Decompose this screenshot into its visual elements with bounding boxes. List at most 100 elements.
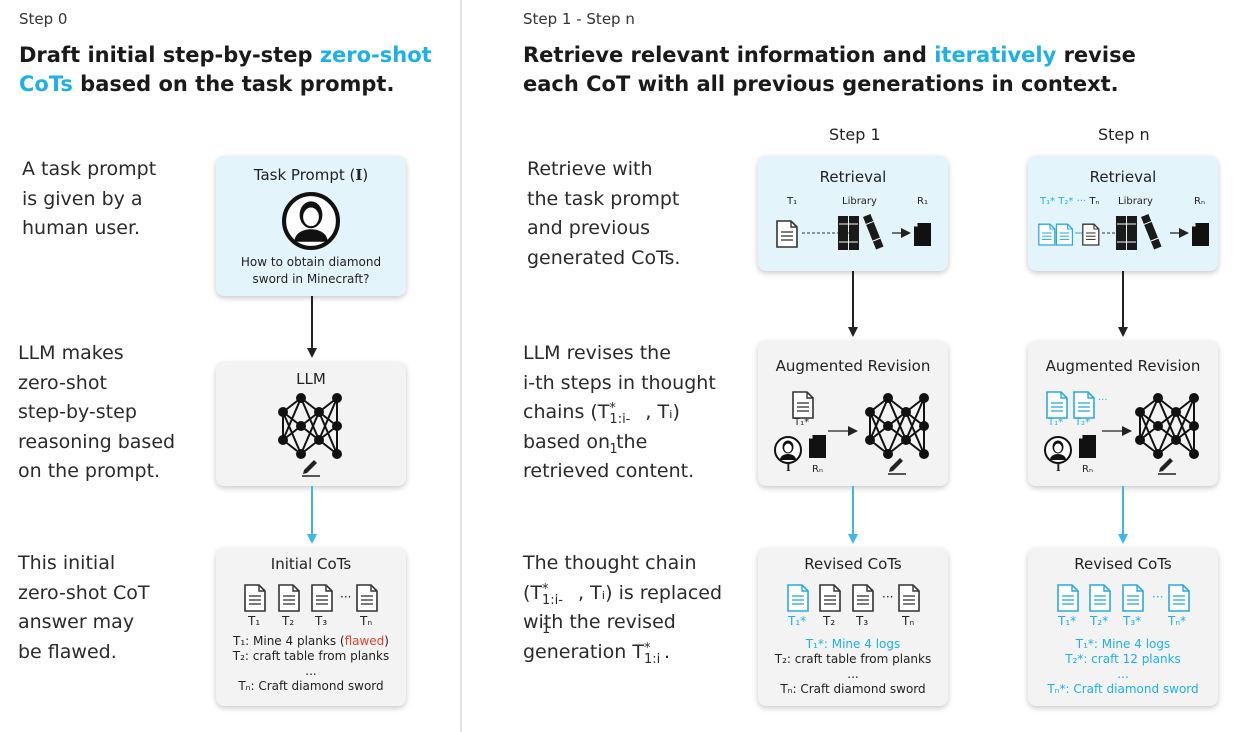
user-avatar-icon [774, 436, 802, 464]
task-prompt-question: How to obtain diamond sword in Minecraft… [216, 254, 406, 288]
right-desc-3: The thought chain (T*1:i-1, Tᵢ) is repla… [523, 549, 722, 667]
document-icon-blue [1055, 223, 1074, 246]
sub: 1:i [643, 651, 661, 667]
arrow-to-network [1102, 426, 1132, 436]
cot-line-ellipsis: ... [1117, 667, 1129, 681]
user-avatar-icon [282, 192, 340, 250]
task-prompt-title: Task Prompt (I) [216, 166, 406, 184]
r-label: Rₙ [812, 464, 823, 475]
desc-line: This initial [18, 552, 116, 574]
desc-line: i-th steps in thought [523, 371, 716, 394]
neural-network-icon [277, 392, 343, 460]
desc-line: LLM revises the [523, 342, 671, 364]
augmented-revision-card-stepn: Augmented Revision ··· T₁* T₂* I Rₙ [1028, 341, 1218, 486]
neural-network-icon [1134, 392, 1200, 460]
cot-line-2: T₂: craft table from planks [774, 652, 932, 666]
retrieval-card-stepn: Retrieval T₁* T₂* ··· Tₙ Library Rₙ [1028, 156, 1218, 271]
document-icon [1082, 223, 1100, 246]
desc-line: step-by-step [18, 401, 137, 423]
cot-line-1: T₁: Mine 4 planks (flawed) [216, 634, 406, 649]
cot-line-2: T₂: craft table from planks [232, 649, 390, 663]
desc-line: reasoning based [18, 430, 176, 453]
left-desc-2: LLM makes zero-shot step-by-step reasoni… [18, 339, 175, 487]
doc-label: T₃ [315, 614, 328, 628]
sup: * [609, 401, 616, 416]
step0-label: Step 0 [19, 10, 68, 28]
doc-label: T₂ [282, 614, 295, 628]
doc-label: T₂* [1090, 614, 1109, 628]
llm-card: LLM [216, 362, 406, 486]
retrieval-flow [776, 213, 932, 251]
desc-line: zero-shot CoT [18, 581, 150, 604]
pencil-icon [887, 457, 907, 475]
ellipsis: ··· [882, 590, 894, 604]
ellipsis: ··· [1152, 590, 1164, 604]
revised-lines: T₁*: Mine 4 logs T₂*: craft 12 planks ..… [1028, 637, 1218, 697]
step1n-label: Step 1 - Step n [523, 10, 635, 28]
desc-text: , Tᵢ) [645, 401, 680, 423]
doc-label: T₁* [1048, 417, 1064, 428]
doc-label: T₁* [794, 417, 810, 428]
desc-line: generation T*1:i. [523, 638, 722, 668]
cot-text: ) [384, 634, 389, 648]
aug-title: Augmented Revision [775, 357, 931, 375]
doc-label: T₃* [1123, 614, 1142, 628]
revised-cots-card-stepn: Revised CoTs ··· T₁* T₂* T₃* Tₙ* T₁*: Mi… [1028, 548, 1218, 706]
sub: 1:i-1 [609, 412, 631, 457]
i-label: I [1056, 463, 1061, 474]
right-desc-2: LLM revises the i-th steps in thought ch… [523, 339, 716, 487]
desc-line: and previous [527, 217, 651, 239]
desc-line: the task prompt [527, 187, 680, 210]
library-label: Library [842, 196, 877, 207]
document-icon-blue [1038, 223, 1056, 246]
arrow-retrieval-to-revision-n [1118, 271, 1128, 337]
retrieval-title: Retrieval [1089, 168, 1157, 186]
arrow-revision-to-revised-n [1118, 486, 1128, 544]
title-text: Task Prompt ( [253, 166, 356, 184]
desc-line: with the revised [523, 611, 676, 633]
title-close: ) [362, 166, 369, 184]
cot-line-2: T₂*: craft 12 planks [1065, 652, 1181, 666]
retrieval-flow [1038, 213, 1210, 251]
retrieved-doc-icon [1191, 222, 1210, 247]
cot-line-1: T₁*: Mine 4 logs [805, 637, 901, 651]
doc-label: T₂ [823, 614, 836, 628]
arrow-prompt-to-llm [307, 296, 317, 358]
heading-highlight: iteratively [934, 43, 1057, 67]
ellipsis: ··· [1098, 395, 1108, 406]
i-label: I [786, 463, 791, 474]
document-icon [852, 584, 874, 612]
doc-label: Tₙ [902, 614, 915, 628]
r-label: Rₙ [1082, 464, 1093, 475]
desc-line: be flawed. [18, 640, 117, 663]
heading-text-a: Retrieve relevant information and [523, 43, 935, 67]
sup: * [542, 581, 549, 597]
document-icon [278, 584, 300, 612]
document-icon [898, 584, 920, 612]
arrow-to-network [828, 426, 858, 436]
heading-line-1: Retrieve relevant information and iterat… [523, 41, 1243, 70]
arrow-llm-to-initial-cots [307, 486, 317, 544]
t-label: T₁ [787, 196, 798, 207]
document-icon [311, 584, 333, 612]
document-icon [819, 584, 841, 612]
desc-text: chains (T [523, 401, 610, 423]
revised-lines: T₁*: Mine 4 logs T₂: craft table from pl… [758, 637, 948, 697]
pencil-icon [1157, 457, 1177, 475]
column-step1-label: Step 1 [829, 125, 881, 144]
desc-text: . [663, 640, 671, 663]
heading-text-b: based on the task prompt. [72, 72, 395, 96]
doc-label: T₂* [1075, 417, 1091, 428]
desc-line: is given by a [22, 187, 143, 210]
desc-line: on the prompt. [18, 460, 161, 482]
cot-line-1: T₁*: Mine 4 logs [1075, 637, 1171, 651]
revised-title: Revised CoTs [804, 555, 902, 573]
heading-line-2: each CoT with all previous generations i… [523, 72, 1119, 96]
t-label-black: Tₙ [1086, 196, 1100, 207]
document-icon-blue [1089, 584, 1111, 612]
cot-text: T₁: Mine 4 planks ( [233, 634, 345, 648]
flawed-tag: flawed [344, 634, 385, 648]
pencil-icon [301, 459, 321, 477]
library-books-icon [1115, 213, 1163, 251]
column-divider [460, 0, 462, 732]
